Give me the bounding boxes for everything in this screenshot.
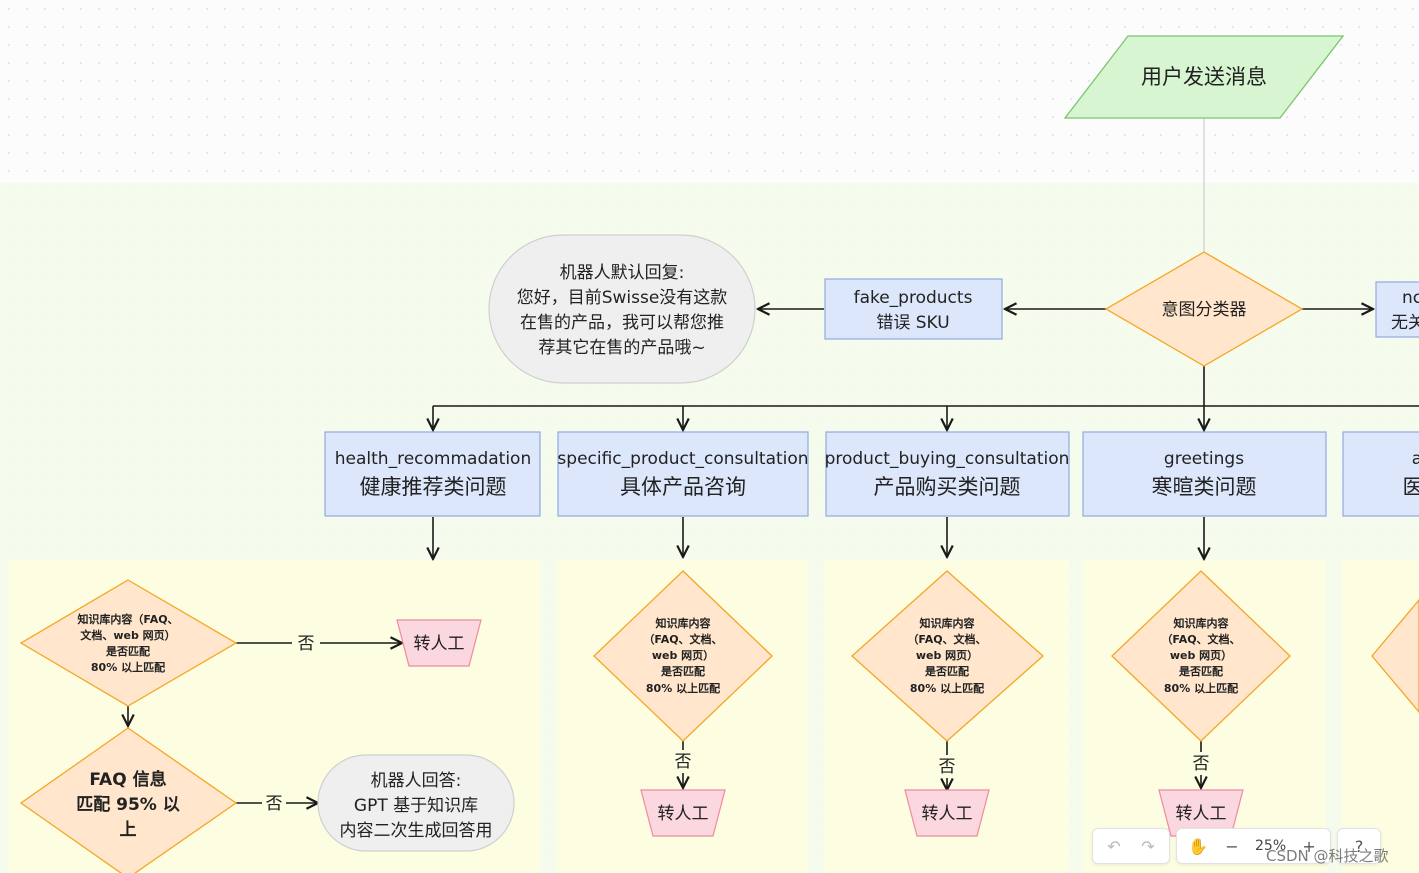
kb-match-decision-buying[interactable]: 知识库内容 （FAQ、文档、 web 网页） 是否匹配 80% 以上匹配 bbox=[851, 570, 1044, 742]
irrelevant-subtitle: 无关 bbox=[1391, 313, 1419, 333]
kb-match-decision-greetings[interactable]: 知识库内容 （FAQ、文档、 web 网页） 是否匹配 80% 以上匹配 bbox=[1111, 570, 1291, 742]
human-handoff-specific[interactable]: 转人工 bbox=[640, 789, 726, 837]
edge-label-no: 否 bbox=[675, 752, 692, 772]
redo-icon: ↷ bbox=[1141, 836, 1155, 856]
category-subtitle: 寒暄类问题 bbox=[1152, 475, 1257, 499]
category-product-buying[interactable]: product_buying_consultation 产品购买类问题 bbox=[825, 431, 1070, 517]
kb-decision-line: 80% 以上匹配 bbox=[91, 660, 165, 674]
zoom-in-button[interactable]: + bbox=[1302, 836, 1316, 856]
gpt-reply-node[interactable]: 机器人回答: GPT 基于知识库 内容二次生成回答用 bbox=[317, 754, 515, 852]
faq-decision-line: FAQ 信息 bbox=[89, 769, 166, 790]
redo-button[interactable]: ↷ bbox=[1131, 831, 1165, 861]
human-handoff-buying[interactable]: 转人工 bbox=[904, 789, 990, 837]
help-group: ? bbox=[1337, 828, 1382, 864]
kb-decision-line: web 网页） bbox=[652, 649, 714, 662]
canvas-toolbar: ↶ ↷ ✋ − 25% + ? bbox=[1092, 828, 1382, 864]
zoom-level[interactable]: 25% bbox=[1255, 838, 1287, 854]
kb-decision-line: 知识库内容 bbox=[1173, 616, 1229, 630]
start-node[interactable]: 用户发送消息 bbox=[1063, 35, 1345, 119]
category-subtitle: 健康推荐类问题 bbox=[360, 475, 507, 499]
fake-products-node[interactable]: fake_products 错误 SKU bbox=[824, 278, 1003, 340]
start-node-label: 用户发送消息 bbox=[1141, 65, 1267, 89]
kb-decision-line: 80% 以上匹配 bbox=[1164, 681, 1238, 695]
human-handoff-label: 转人工 bbox=[658, 804, 709, 824]
zoom-group: ✋ − 25% + bbox=[1176, 828, 1332, 864]
kb-decision-line: 是否匹配 bbox=[105, 644, 150, 658]
kb-decision-line: web 网页） bbox=[1170, 649, 1232, 662]
category-specific-product[interactable]: specific_product_consultation 具体产品咨询 bbox=[557, 431, 809, 517]
default-reply-line: 您好，目前Swisse没有这款 bbox=[517, 288, 728, 308]
gpt-reply-line: 内容二次生成回答用 bbox=[340, 821, 493, 841]
intent-classifier-label: 意图分类器 bbox=[1162, 300, 1247, 320]
category-title: greetings bbox=[1164, 449, 1244, 469]
watermark: CSDN @科技之歌 bbox=[1266, 847, 1389, 865]
edge-label-no: 否 bbox=[266, 794, 283, 814]
human-handoff-label: 转人工 bbox=[922, 804, 973, 824]
human-handoff-label: 转人工 bbox=[414, 634, 465, 654]
kb-decision-line: 80% 以上匹配 bbox=[910, 681, 984, 695]
kb-decision-line: 文档、web 网页） bbox=[80, 628, 175, 642]
history-group: ↶ ↷ bbox=[1092, 828, 1170, 864]
intent-classifier-node[interactable]: 意图分类器 bbox=[1104, 251, 1304, 367]
faq-decision-line: 上 bbox=[120, 820, 137, 840]
faq-match-decision[interactable]: FAQ 信息 匹配 95% 以 上 bbox=[19, 727, 238, 873]
kb-decision-line: （FAQ、文档、 bbox=[643, 632, 722, 646]
gpt-reply-line: GPT 基于知识库 bbox=[354, 796, 478, 816]
kb-decision-line: 是否匹配 bbox=[660, 664, 705, 678]
fake-products-title: fake_products bbox=[854, 288, 973, 308]
default-reply-node[interactable]: 机器人默认回复: 您好，目前Swisse没有这款 在售的产品，我可以帮您推 荐其… bbox=[488, 234, 756, 384]
human-handoff-label: 转人工 bbox=[1176, 804, 1227, 824]
hand-tool-button[interactable]: ✋ bbox=[1181, 831, 1215, 861]
category-partial[interactable]: a 医 bbox=[1342, 431, 1419, 517]
category-health[interactable]: health_recommadation 健康推荐类问题 bbox=[324, 431, 541, 517]
default-reply-line: 荐其它在售的产品哦~ bbox=[538, 338, 705, 358]
edge-label-no: 否 bbox=[939, 757, 956, 777]
kb-decision-line: （FAQ、文档、 bbox=[907, 632, 986, 646]
kb-match-decision-partial[interactable] bbox=[1371, 598, 1419, 714]
kb-decision-line: 知识库内容 bbox=[655, 616, 711, 630]
undo-icon: ↶ bbox=[1107, 836, 1121, 856]
kb-decision-line: 是否匹配 bbox=[1178, 664, 1223, 678]
kb-match-decision-health[interactable]: 知识库内容（FAQ、 文档、web 网页） 是否匹配 80% 以上匹配 bbox=[19, 579, 238, 707]
help-button[interactable]: ? bbox=[1354, 836, 1364, 856]
irrelevant-title: nc bbox=[1402, 288, 1419, 308]
default-reply-line: 在售的产品，我可以帮您推 bbox=[520, 313, 724, 333]
fake-products-subtitle: 错误 SKU bbox=[876, 313, 949, 333]
category-subtitle: 产品购买类问题 bbox=[874, 475, 1021, 499]
category-title: health_recommadation bbox=[335, 449, 531, 469]
category-greetings[interactable]: greetings 寒暄类问题 bbox=[1082, 431, 1327, 517]
kb-decision-line: （FAQ、文档、 bbox=[1161, 632, 1240, 646]
gpt-reply-line: 机器人回答: bbox=[371, 771, 462, 791]
edge-label-no: 否 bbox=[298, 634, 315, 654]
zoom-out-button[interactable]: − bbox=[1225, 836, 1239, 856]
hand-icon: ✋ bbox=[1188, 836, 1208, 856]
kb-decision-line: 是否匹配 bbox=[924, 664, 969, 678]
kb-decision-line: 知识库内容 bbox=[919, 616, 975, 630]
undo-button[interactable]: ↶ bbox=[1097, 831, 1131, 861]
irrelevant-node[interactable]: nc 无关 bbox=[1375, 281, 1419, 338]
kb-decision-line: 80% 以上匹配 bbox=[646, 681, 720, 695]
faq-decision-line: 匹配 95% 以 bbox=[76, 795, 180, 815]
category-title: product_buying_consultation bbox=[825, 449, 1070, 469]
human-handoff-health[interactable]: 转人工 bbox=[396, 619, 482, 667]
default-reply-line: 机器人默认回复: bbox=[560, 263, 685, 283]
edge-label-no: 否 bbox=[1193, 754, 1210, 774]
kb-match-decision-specific[interactable]: 知识库内容 （FAQ、文档、 web 网页） 是否匹配 80% 以上匹配 bbox=[593, 570, 773, 742]
kb-decision-line: web 网页） bbox=[916, 649, 978, 662]
category-title: a bbox=[1412, 449, 1419, 469]
partial-branch-zone bbox=[1342, 560, 1419, 873]
category-title: specific_product_consultation bbox=[557, 449, 808, 469]
kb-decision-line: 知识库内容（FAQ、 bbox=[76, 612, 178, 626]
human-handoff-greetings[interactable]: 转人工 bbox=[1158, 789, 1244, 837]
category-subtitle: 医 bbox=[1403, 475, 1419, 499]
category-subtitle: 具体产品咨询 bbox=[620, 475, 746, 499]
